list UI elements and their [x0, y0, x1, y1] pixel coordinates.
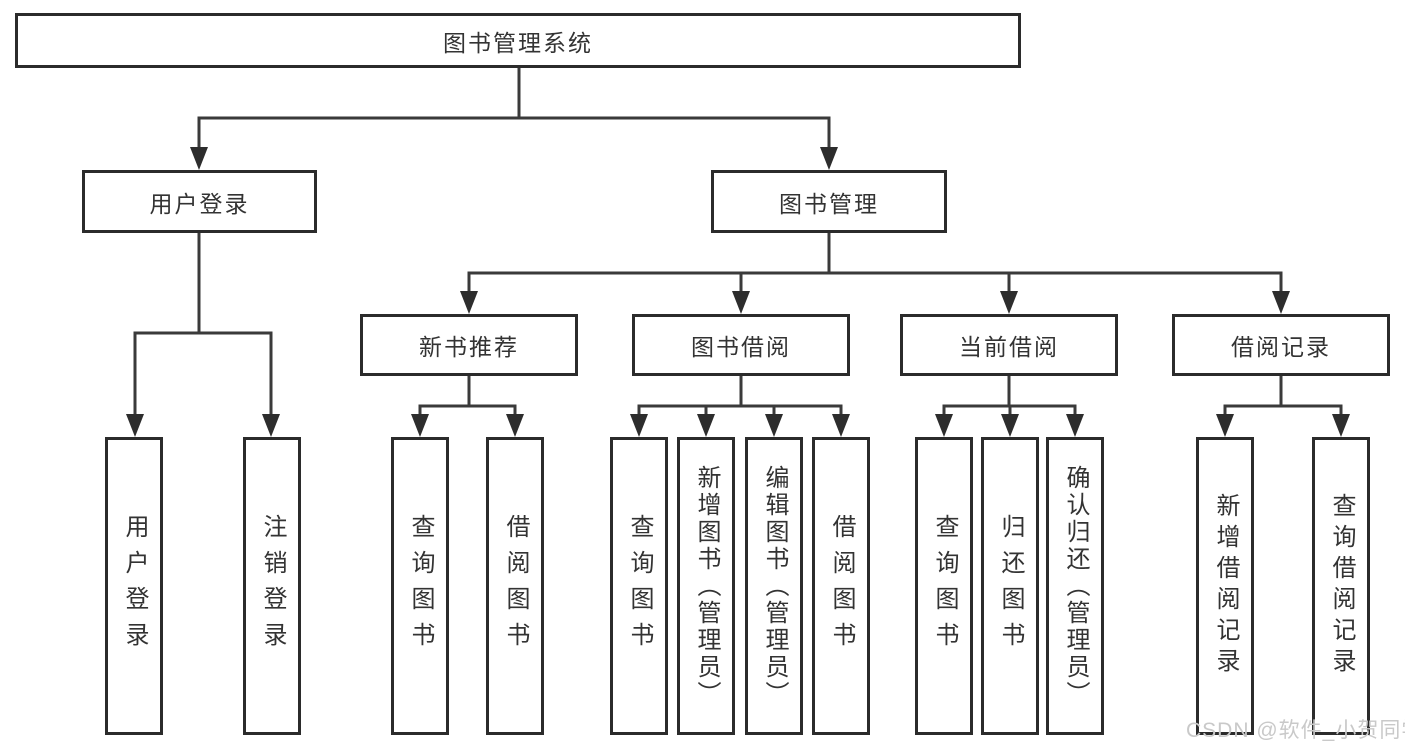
- leaf-query-books-current: 查询图书: [915, 437, 973, 735]
- leaf-user-login: 用户登录: [105, 437, 163, 735]
- leaf-borrow-books-recommend: 借阅图书: [486, 437, 544, 735]
- leaf-logout: 注销登录: [243, 437, 301, 735]
- node-new-book-recommend-label: 新书推荐: [419, 334, 519, 360]
- leaf-query-borrow-record: 查询借阅记录: [1312, 437, 1370, 735]
- node-user-login-label: 用户登录: [149, 190, 250, 217]
- leaf-query-books-recommend: 查询图书: [391, 437, 449, 735]
- node-borrowing-records-label: 借阅记录: [1231, 334, 1331, 360]
- node-user-login: 用户登录: [82, 170, 317, 233]
- node-book-borrowing-label: 图书借阅: [691, 334, 791, 360]
- node-current-borrowing: 当前借阅: [900, 314, 1118, 376]
- csdn-watermark: CSDN @软件_小贺同学: [1186, 719, 1405, 742]
- node-current-borrowing-label: 当前借阅: [959, 334, 1059, 360]
- node-new-book-recommend: 新书推荐: [360, 314, 578, 376]
- leaf-query-books-borrowing: 查询图书: [610, 437, 668, 735]
- leaf-add-borrow-record: 新增借阅记录: [1196, 437, 1254, 735]
- node-library-system-label: 图书管理系统: [443, 29, 593, 56]
- leaf-return-books: 归还图书: [981, 437, 1039, 735]
- leaf-add-books-admin: 新增图书（管理员）: [677, 437, 735, 735]
- node-library-system: 图书管理系统: [15, 13, 1021, 68]
- node-book-management-label: 图书管理: [779, 190, 879, 217]
- leaf-confirm-return-admin: 确认归还（管理员）: [1046, 437, 1104, 735]
- leaf-edit-books-admin: 编辑图书（管理员）: [745, 437, 803, 735]
- leaf-borrow-books: 借阅图书: [812, 437, 870, 735]
- node-borrowing-records: 借阅记录: [1172, 314, 1390, 376]
- node-book-management: 图书管理: [711, 170, 947, 233]
- node-book-borrowing: 图书借阅: [632, 314, 850, 376]
